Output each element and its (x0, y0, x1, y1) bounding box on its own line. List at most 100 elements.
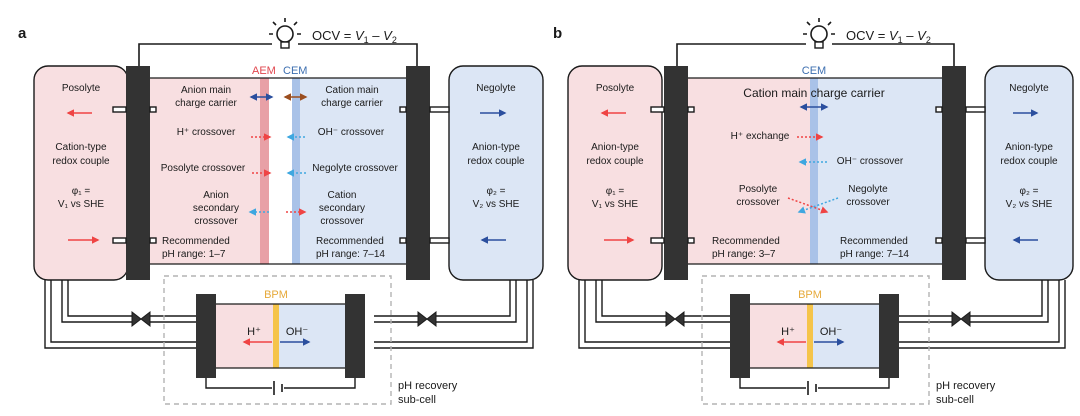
recovery-left-electrode (196, 294, 216, 378)
bpm-membrane (273, 304, 279, 368)
oh-crossover-text: OH⁻ crossover (318, 127, 385, 138)
h-plus-label: H⁺ (247, 326, 261, 338)
recovery-wire-b (739, 378, 890, 389)
negolyte-label-b: Negolyte (1009, 83, 1049, 94)
recovery-wire (205, 378, 356, 389)
pipes-a (112, 106, 450, 244)
phi2-text: φ₂ =V₂ vs SHE (473, 186, 520, 210)
cem-label: CEM (283, 65, 307, 77)
ocv-v1: V (889, 28, 899, 43)
h-plus-label-b: H⁺ (781, 326, 795, 338)
recovery-subcell-box (163, 275, 392, 405)
ocv-prefix: OCV = (312, 28, 355, 43)
ocv-minus: – (903, 28, 917, 43)
recovery-acid-chamber (216, 304, 273, 368)
battery-icon (273, 381, 283, 395)
aem-label: AEM (252, 65, 276, 77)
recovery-pipes-a (44, 280, 534, 349)
h-exchange-text: H⁺ exchange (731, 131, 790, 142)
positive-electrode-b (664, 66, 688, 280)
negative-chamber-b (818, 78, 942, 264)
negolyte-tank-b (984, 65, 1074, 281)
cem-label-b: CEM (802, 65, 826, 77)
panel-b-label: b (553, 25, 562, 42)
recovery-pipes-b (578, 280, 1066, 349)
lightbulb-icon (269, 18, 301, 49)
posolyte-crossover-arrow-b (787, 197, 829, 214)
negative-electrode-b (942, 66, 966, 280)
ocv-v1: V (355, 28, 365, 43)
panel-a-label: a (18, 25, 27, 42)
ocv-sub2: 2 (926, 35, 931, 45)
recovery-right-electrode (345, 294, 365, 378)
ocv-equation-b: OCV = V1 – V2 (846, 28, 931, 45)
negative-chamber (294, 78, 406, 264)
posolyte-tank-b (567, 65, 663, 281)
battery-icon (807, 381, 817, 395)
positive-electrode (126, 66, 150, 280)
positive-chamber-b (688, 78, 810, 264)
panel-b: b OCV = V1 – V2 CEM Posolyte Negolyte (553, 18, 1074, 406)
recovery-subcell-box-b (701, 275, 930, 405)
ocv-minus: – (369, 28, 383, 43)
valve-icon (665, 310, 685, 328)
valve-icon (417, 310, 437, 328)
ocv-prefix: OCV = (846, 28, 889, 43)
recovery-right-electrode-b (879, 294, 899, 378)
ocv-v2: V (917, 28, 927, 43)
top-wire-left-b (676, 43, 806, 66)
panel-a: a OCV = V1 – V2 AEM (18, 18, 544, 406)
recovery-base-chamber-b (813, 304, 879, 368)
cem-membrane (292, 78, 300, 264)
h-crossover-text: H⁺ crossover (177, 127, 236, 138)
middle-chamber (272, 78, 294, 264)
bpm-membrane-b (807, 304, 813, 368)
oh-minus-label: OH⁻ (286, 326, 309, 338)
negolyte-crossover-text: Negolyte crossover (312, 163, 398, 174)
cation-main-text-b: Cation main charge carrier (743, 86, 884, 100)
phi2-text-b: φ₂ =V₂ vs SHE (1006, 186, 1053, 210)
positive-chamber (150, 78, 260, 264)
negative-electrode (406, 66, 430, 280)
aem-membrane (260, 78, 269, 264)
ocv-sub2: 2 (392, 35, 397, 45)
lightbulb-icon (803, 18, 835, 49)
negolyte-label: Negolyte (476, 83, 516, 94)
valve-icon (951, 310, 971, 328)
negolyte-tank (448, 65, 544, 281)
bpm-label-b: BPM (798, 289, 822, 301)
phi1-text-b: φ₁ =V₁ vs SHE (592, 186, 638, 210)
negolyte-crossover-arrow-b (797, 197, 839, 214)
cem-membrane-b (810, 78, 818, 264)
ocv-equation: OCV = V1 – V2 (312, 28, 397, 45)
top-wire-right-b (832, 43, 955, 66)
posolyte-tank (33, 65, 129, 281)
recovery-left-electrode-b (730, 294, 750, 378)
recovery-base-chamber (279, 304, 345, 368)
ocv-v2: V (383, 28, 393, 43)
posolyte-crossover-text: Posolyte crossover (161, 163, 246, 174)
posolyte-label-b: Posolyte (596, 83, 635, 94)
recovery-acid-chamber-b (750, 304, 807, 368)
oh-crossover-text-b: OH⁻ crossover (837, 156, 904, 167)
top-wire-right (298, 43, 418, 66)
phi1-text: φ₁ =V₁ vs SHE (58, 186, 104, 210)
ocv-sub1: 1 (364, 35, 369, 45)
ocv-sub1: 1 (898, 35, 903, 45)
pipes-b (650, 106, 986, 244)
